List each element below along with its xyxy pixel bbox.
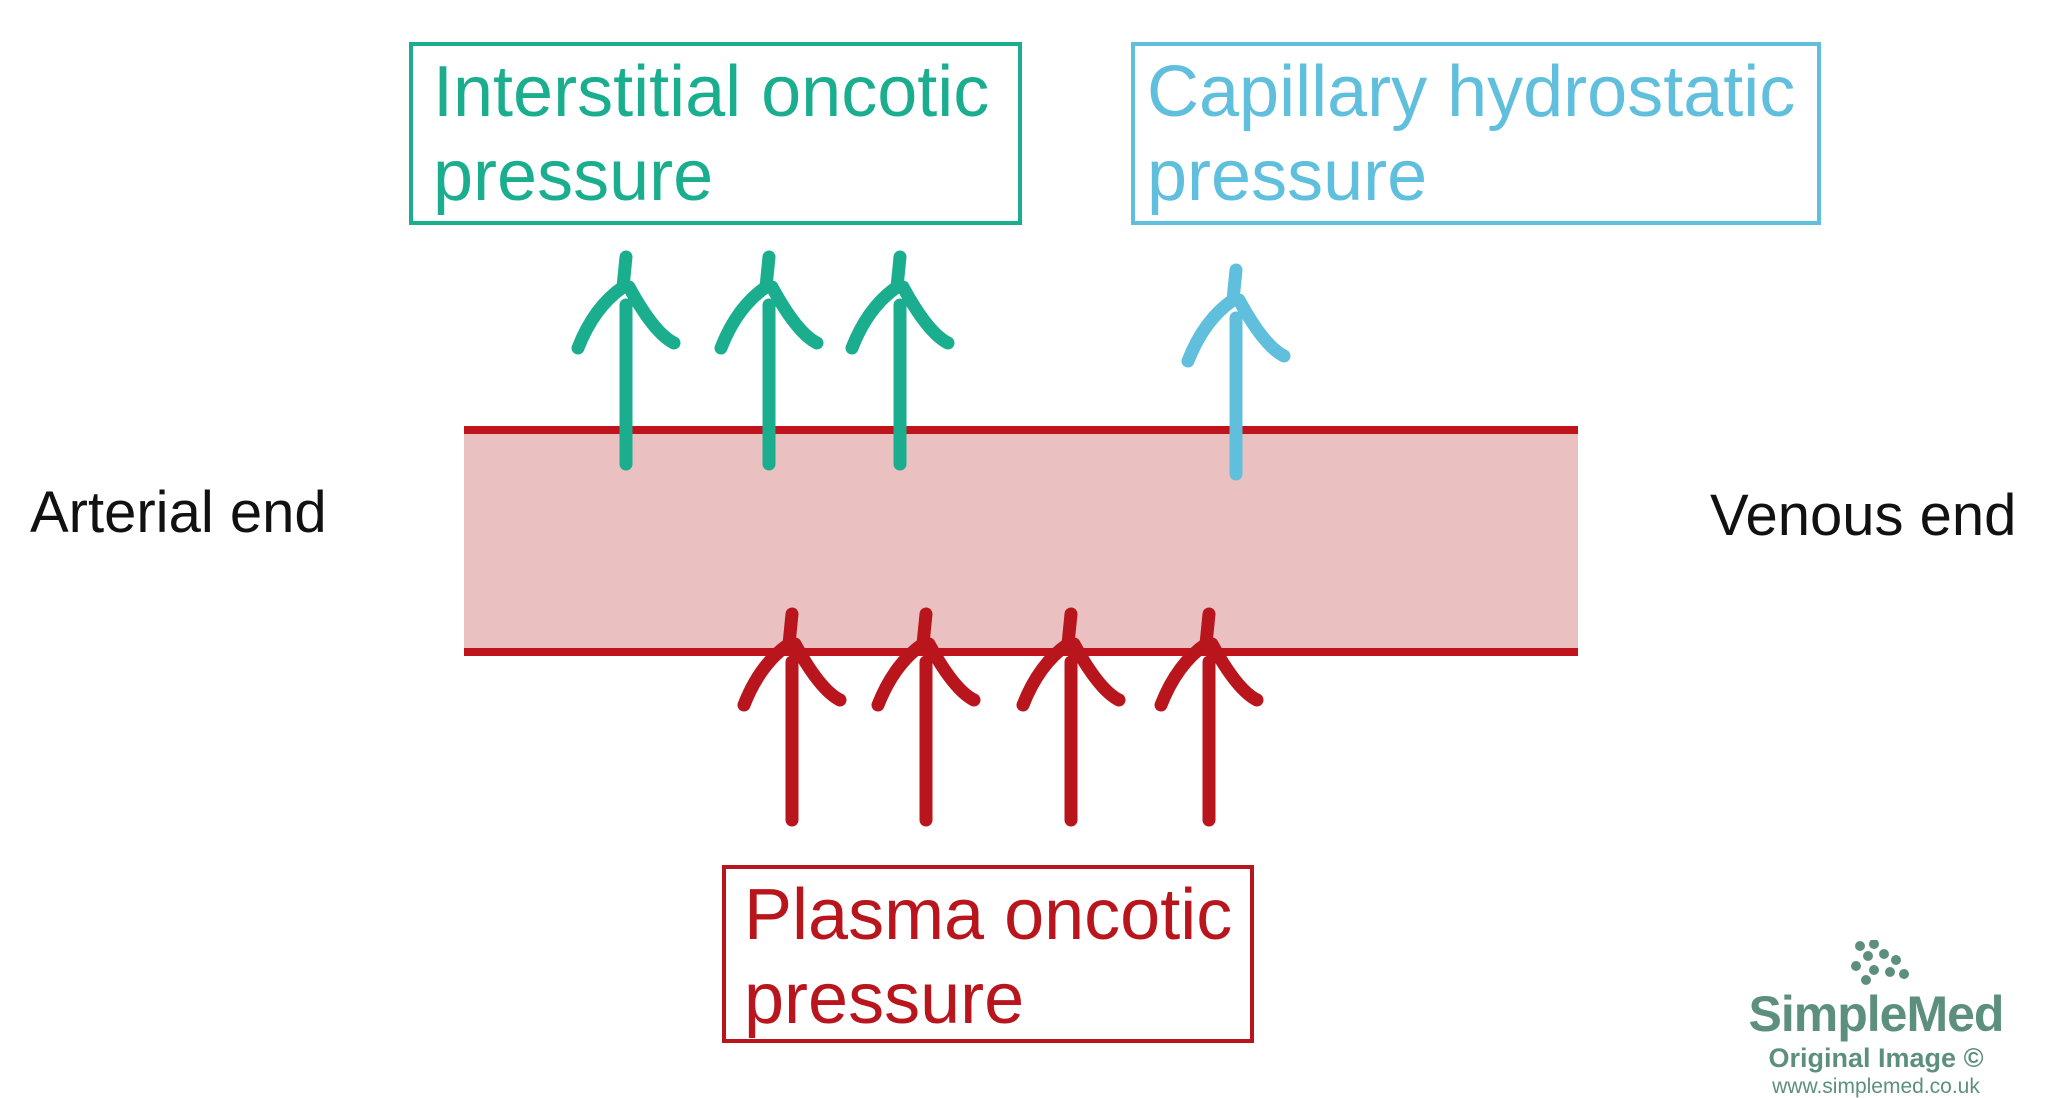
logo-dot-3 [1863, 951, 1873, 961]
logo-dot-7 [1869, 965, 1879, 975]
plasma-arrow-2 [871, 607, 981, 827]
logo-dot-4 [1879, 949, 1889, 959]
interstitial-label-line-2: pressure [433, 136, 714, 216]
arterial-end-label: Arterial end [30, 480, 327, 545]
venous-end-label: Venous end [1710, 483, 2017, 548]
capillary-arrow-1-head [1181, 263, 1291, 368]
plasma-arrow-1 [737, 607, 847, 827]
interstitial-oncotic-pressure-box: Interstitial oncotic pressure [409, 42, 1022, 225]
interstitial-arrow-3-head [845, 250, 955, 355]
plasma-label-line-1: Plasma oncotic [744, 875, 1233, 955]
logo-dot-2 [1869, 940, 1879, 949]
plasma-arrow-4-head [1154, 607, 1264, 712]
simplemed-watermark: SimpleMed Original Image © www.simplemed… [1736, 940, 2036, 1098]
logo-dot-10 [1861, 975, 1871, 985]
interstitial-arrow-3 [845, 250, 955, 471]
interstitial-arrow-1 [571, 250, 681, 471]
interstitial-arrow-1-head [571, 250, 681, 355]
plasma-arrow-1-head [737, 607, 847, 712]
watermark-name: SimpleMed [1748, 986, 2005, 1042]
plasma-arrow-4 [1154, 607, 1264, 827]
capillary-arrow-1 [1181, 263, 1291, 481]
logo-dot-1 [1855, 941, 1865, 951]
capillary-label-line-1: Capillary hydrostatic [1147, 52, 1796, 132]
capillary-label-line-2: pressure [1147, 136, 1428, 216]
logo-dot-5 [1891, 955, 1901, 965]
simplemed-logo-icon [1851, 940, 1909, 985]
arrow-layer [571, 250, 1291, 827]
logo-dot-8 [1885, 967, 1895, 977]
watermark-url: www.simplemed.co.uk [1772, 1075, 1980, 1098]
plasma-arrow-2-head [871, 607, 981, 712]
logo-dot-9 [1899, 969, 1909, 979]
watermark-tagline: Original Image © [1768, 1043, 1984, 1073]
plasma-label-line-2: pressure [744, 959, 1025, 1039]
plasma-arrow-3-head [1016, 607, 1126, 712]
capillary-vessel [464, 430, 1578, 652]
plasma-oncotic-pressure-box: Plasma oncotic pressure [722, 865, 1254, 1043]
plasma-arrow-3 [1016, 607, 1126, 827]
logo-dot-6 [1851, 961, 1861, 971]
interstitial-arrow-2-head [714, 250, 824, 355]
interstitial-label-line-1: Interstitial oncotic [433, 52, 990, 132]
interstitial-arrow-2 [714, 250, 824, 471]
capillary-hydrostatic-pressure-box: Capillary hydrostatic pressure [1131, 42, 1821, 225]
